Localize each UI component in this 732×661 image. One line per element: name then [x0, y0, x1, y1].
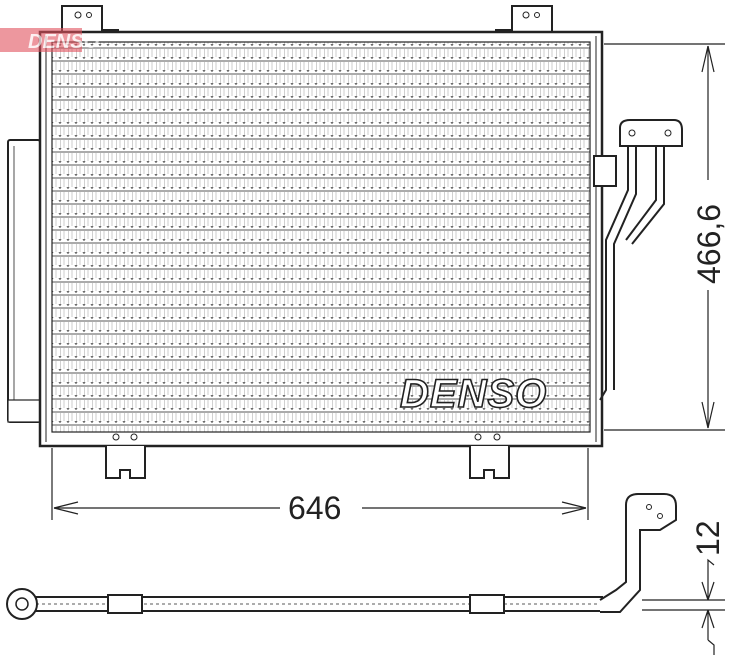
svg-text:DENSO: DENSO: [28, 31, 100, 53]
denso-logo: DENSO: [400, 372, 547, 416]
bottom-bracket-left: [105, 433, 146, 479]
condenser-core: [38, 30, 604, 448]
receiver-drier: [7, 139, 41, 423]
height-dimension-label: 466,6: [691, 204, 727, 284]
denso-watermark: DENSO: [0, 28, 100, 53]
width-dimension-label: 646: [288, 490, 341, 526]
side-view: [6, 493, 677, 620]
width-dimension: [51, 448, 589, 520]
height-dimension: [604, 43, 725, 431]
bottom-bracket-right: [469, 433, 510, 479]
thickness-dimension-label: 12: [690, 520, 726, 556]
thickness-dimension: [642, 558, 725, 655]
outlet-pipes: [593, 119, 683, 401]
